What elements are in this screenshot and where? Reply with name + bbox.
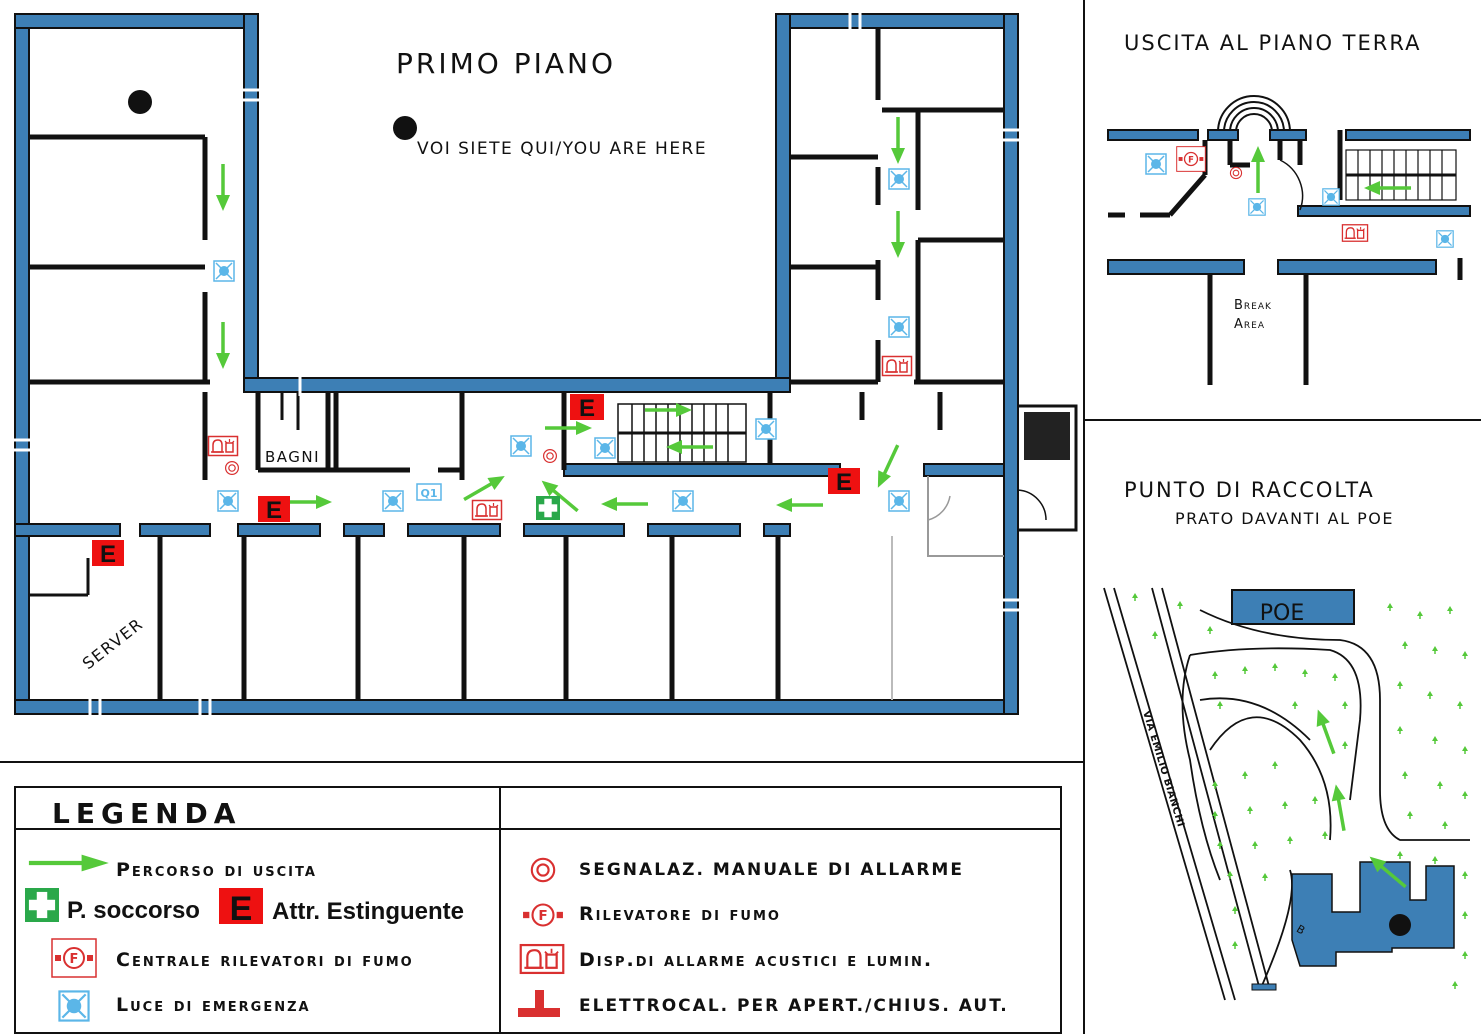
annex — [891, 404, 1078, 700]
main-building — [1291, 861, 1455, 967]
extinguishers: E E E E — [92, 394, 860, 568]
you-are-here-dot-icon — [1389, 914, 1411, 936]
extinguisher-icon — [219, 888, 263, 924]
staircase — [617, 403, 747, 463]
window-marks — [11, 10, 1022, 718]
acoustic-alarm-icon — [471, 499, 503, 521]
you-are-here-label: VOI SIETE QUI/YOU ARE HERE — [417, 139, 707, 159]
assembly-title: PUNTO DI RACCOLTA — [1124, 478, 1375, 502]
acoustic-alarm-icon — [207, 435, 239, 457]
q1-label: Q1 — [420, 487, 437, 500]
break-area-label-1: Break — [1234, 298, 1272, 313]
room-server-label: SERVER — [79, 614, 147, 673]
legend: LEGENDA Percorso di uscita P. soccorso E… — [14, 786, 1062, 1034]
assembly-panel: PUNTO DI RACCOLTA PRATO DAVANTI AL POE — [1103, 478, 1470, 1001]
extinguisher-letter: E — [100, 541, 116, 568]
extinguisher-letter: E — [836, 469, 852, 496]
ground-floor-panel: USCITA AL PIANO TERRA — [1107, 31, 1471, 385]
smoke-central-icon — [51, 938, 97, 978]
interior-walls — [29, 28, 1004, 700]
legend-electromagnet: ELETTROCAL. PER APERT./CHIUS. AUT. — [579, 996, 1009, 1016]
acoustic-alarm-icon — [881, 355, 913, 377]
legend-title: LEGENDA — [52, 797, 241, 830]
legend-acoustic-alarm: Disp.di allarme acustici e lumin. — [579, 949, 933, 971]
poe-label: POE — [1260, 601, 1304, 626]
legend-manual-alarm: SEGNALAZ. MANUALE DI ALLARME — [579, 860, 964, 880]
green-arrow-icon — [29, 855, 109, 872]
smoke-detector-icon — [521, 903, 565, 927]
legend-first-aid: P. soccorso — [67, 897, 200, 924]
manual-alarm-icon — [225, 461, 239, 475]
first-aid-icon — [25, 888, 59, 922]
legend-extinguisher: Attr. Estinguente — [272, 898, 464, 925]
break-area-label-2: Area — [1234, 317, 1265, 332]
ground-floor-title: USCITA AL PIANO TERRA — [1124, 31, 1421, 55]
emergency-light-icon — [58, 990, 90, 1022]
assembly-subtitle: PRATO DAVANTI AL POE — [1175, 509, 1394, 528]
extinguisher-letter: E — [579, 395, 595, 422]
floor-title: PRIMO PIANO — [396, 47, 616, 80]
legend-dot-icon — [393, 116, 417, 140]
legend-emergency-light: Luce di emergenza — [116, 994, 311, 1016]
legend-extinguisher-letter: E — [230, 890, 253, 928]
acoustic-alarm-icon — [519, 943, 565, 975]
manual-alarm-icon — [542, 449, 558, 463]
first-aid-icon — [536, 496, 560, 520]
legend-exit-path: Percorso di uscita — [116, 859, 317, 881]
legend-smoke-detector: Rilevatore di fumo — [579, 903, 781, 925]
room-bagni-label: BAGNI — [265, 448, 320, 466]
outer-walls — [14, 13, 1019, 715]
street-label: VIA EMILIO BIANCHI — [1140, 710, 1186, 829]
extinguisher-letter: E — [266, 497, 282, 524]
you-are-here-dot-icon — [128, 90, 152, 114]
electromagnet-icon — [518, 990, 560, 1017]
floor-plan: E E E E Q1 PRIMO PIANO VOI SIETE QUI/YOU… — [11, 10, 1078, 718]
manual-alarm-icon — [530, 857, 556, 883]
legend-smoke-central: Centrale rilevatori di fumo — [116, 949, 414, 971]
